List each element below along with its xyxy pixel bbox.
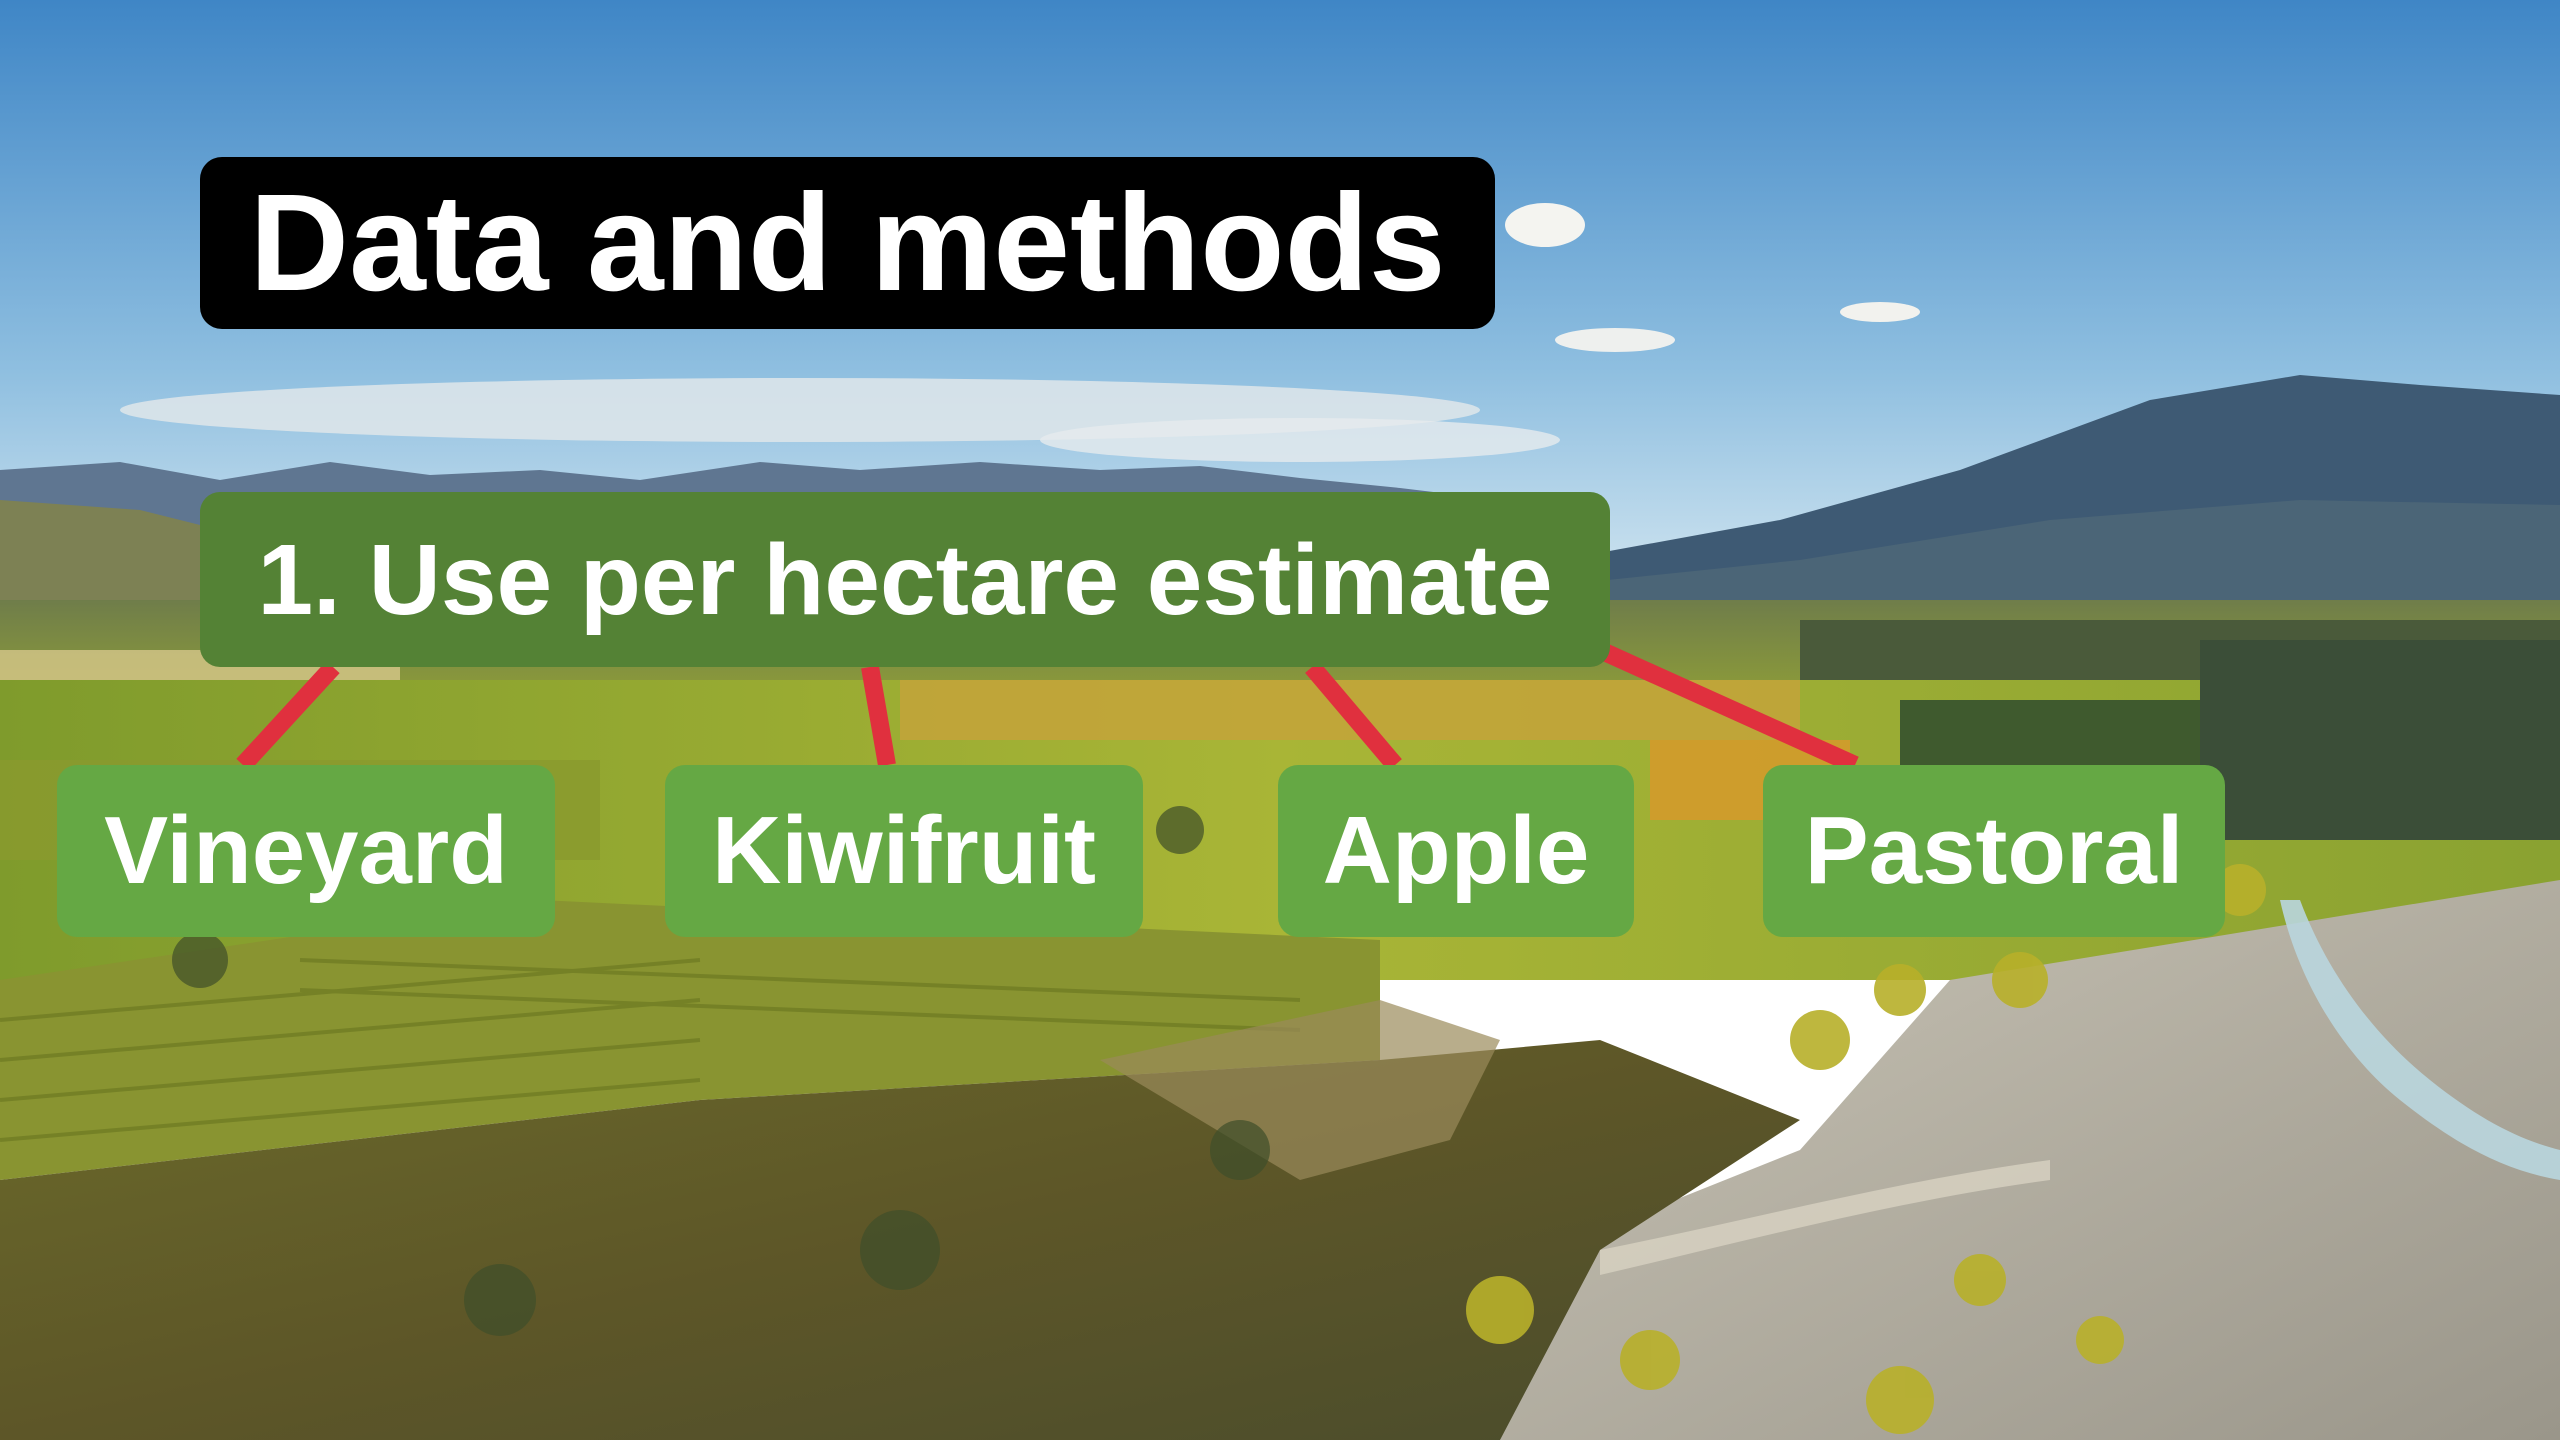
category-label: Apple	[1322, 797, 1590, 904]
connector-kiwifruit	[861, 665, 896, 767]
category-label: Kiwifruit	[712, 797, 1096, 904]
category-label: Pastoral	[1804, 797, 2184, 904]
connector-pastoral	[1596, 641, 1859, 774]
connector-vineyard	[236, 660, 340, 772]
slide-title: Data and methods	[249, 166, 1446, 320]
category-label: Vineyard	[104, 797, 508, 904]
category-node-pastoral: Pastoral	[1763, 765, 2225, 937]
slide-title-box: Data and methods	[200, 157, 1495, 329]
method-node: 1. Use per hectare estimate	[200, 492, 1610, 667]
category-node-apple: Apple	[1278, 765, 1634, 937]
connector-apple	[1305, 661, 1402, 771]
category-node-kiwifruit: Kiwifruit	[665, 765, 1143, 937]
method-label: 1. Use per hectare estimate	[257, 523, 1553, 636]
category-node-vineyard: Vineyard	[57, 765, 555, 937]
